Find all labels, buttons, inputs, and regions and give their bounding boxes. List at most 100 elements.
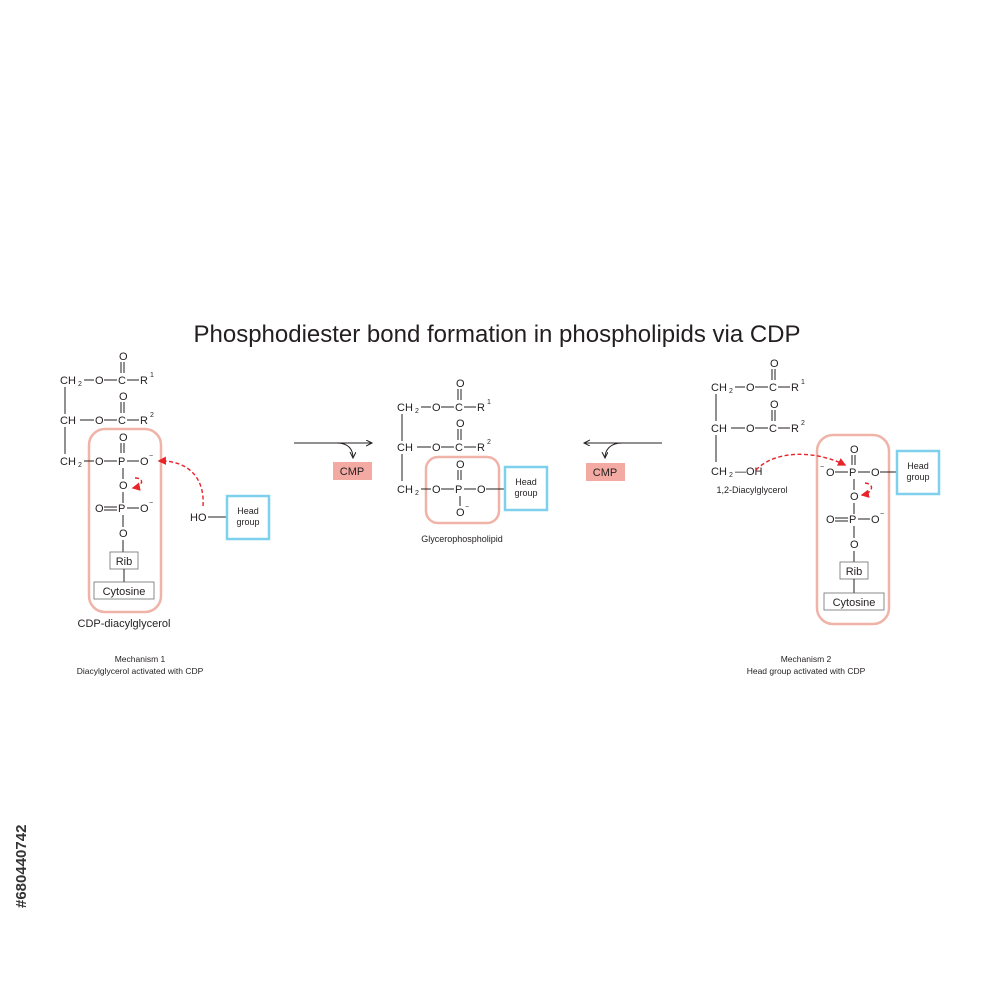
atom-o: O xyxy=(770,358,779,370)
atom-o: O xyxy=(140,503,149,515)
atom-p: P xyxy=(118,503,125,515)
molecule-caption: 1,2-Diacylglycerol xyxy=(716,485,787,495)
subscript-2: 2 xyxy=(78,462,82,469)
subscript-2: 2 xyxy=(415,408,419,415)
atom-o: O xyxy=(871,467,880,479)
hydroxyl-label: —OH xyxy=(735,466,763,478)
hydroxyl-label: HO xyxy=(190,512,207,524)
atom-o: O xyxy=(746,382,755,394)
atom-o: O xyxy=(140,456,149,468)
atom-o: O xyxy=(850,444,859,456)
atom-p: P xyxy=(849,467,856,479)
atom-o: O xyxy=(477,484,486,496)
subscript-2: 2 xyxy=(78,381,82,388)
atom-c: C xyxy=(769,423,777,435)
cmp-label: CMP xyxy=(340,466,364,478)
atom-o: O xyxy=(746,423,755,435)
atom-c: C xyxy=(118,375,126,387)
atom-ch: CH xyxy=(711,423,727,435)
subscript-2: 2 xyxy=(729,472,733,479)
atom-r: R xyxy=(791,423,799,435)
charge-minus: − xyxy=(149,453,153,460)
atom-ch2: CH xyxy=(60,375,76,387)
molecule-caption: CDP-diacylglycerol xyxy=(78,618,171,630)
head-group-label: Head xyxy=(237,506,259,516)
atom-o: O xyxy=(871,514,880,526)
superscript-2: 2 xyxy=(487,439,491,446)
charge-minus: − xyxy=(880,511,884,518)
stock-id-text: #680440742 xyxy=(13,825,30,908)
head-group-label: group xyxy=(906,472,929,482)
atom-o: O xyxy=(456,507,465,519)
atom-o: O xyxy=(119,351,128,363)
atom-p: P xyxy=(455,484,462,496)
atom-o: O xyxy=(95,503,104,515)
atom-c: C xyxy=(455,442,463,454)
atom-ch2: CH xyxy=(60,456,76,468)
atom-r: R xyxy=(477,402,485,414)
atom-o: O xyxy=(95,456,104,468)
diagram-title: Phosphodiester bond formation in phospho… xyxy=(193,321,800,348)
molecule-caption: Glycerophospholipid xyxy=(421,534,503,544)
atom-o: O xyxy=(456,378,465,390)
superscript-1: 1 xyxy=(487,399,491,406)
atom-o: O xyxy=(119,391,128,403)
reaction-arrow-left: CMP xyxy=(294,443,372,480)
head-group-box xyxy=(895,449,941,496)
atom-p: P xyxy=(118,456,125,468)
head-group-label: Head xyxy=(907,461,929,471)
atom-ch2: CH xyxy=(397,402,413,414)
atom-r: R xyxy=(140,415,148,427)
rib-label: Rib xyxy=(116,556,133,568)
atom-o: O xyxy=(456,459,465,471)
mechanism-description: Head group activated with CDP xyxy=(747,666,866,676)
head-group-box xyxy=(225,494,271,541)
cytosine-box xyxy=(93,581,155,600)
mechanism-title: Mechanism 2 xyxy=(781,654,832,664)
atom-o: O xyxy=(432,484,441,496)
head-group-box xyxy=(503,465,549,512)
cdp-head-group-structure: O − O P O O O P O − O Rib Cytosine Head … xyxy=(747,433,941,676)
atom-o: O xyxy=(826,514,835,526)
atom-o: O xyxy=(95,415,104,427)
atom-o: O xyxy=(432,442,441,454)
atom-o: O xyxy=(119,528,128,540)
diacylglycerol-structure: O CH 2 O C R 1 O CH O C R 2 CH 2 —OH 1,2… xyxy=(711,358,805,495)
atom-c: C xyxy=(769,382,777,394)
superscript-2: 2 xyxy=(150,412,154,419)
subscript-2: 2 xyxy=(729,388,733,395)
cmp-box xyxy=(333,462,372,480)
cdp-highlight-box xyxy=(815,433,891,626)
atom-r: R xyxy=(140,375,148,387)
atom-ch: CH xyxy=(397,442,413,454)
atom-o: O xyxy=(850,491,859,503)
head-group-label: group xyxy=(236,517,259,527)
byproduct-arrow xyxy=(605,442,623,458)
electron-arrow xyxy=(755,453,847,471)
cytosine-box xyxy=(823,592,885,611)
rib-label: Rib xyxy=(846,566,863,578)
subscript-2: 2 xyxy=(415,490,419,497)
atom-o: O xyxy=(456,418,465,430)
atom-o: O xyxy=(119,480,128,492)
glycerophospholipid-structure: O CH 2 O C R 1 O CH O C R 2 O CH 2 O P O xyxy=(397,378,549,544)
superscript-1: 1 xyxy=(801,379,805,386)
electron-arrow xyxy=(157,456,204,507)
cdp-highlight-box xyxy=(87,427,163,614)
electron-arrow xyxy=(131,477,143,491)
atom-o: O xyxy=(770,399,779,411)
atom-r: R xyxy=(791,382,799,394)
electron-arrow xyxy=(860,482,873,498)
charge-minus: − xyxy=(149,500,153,507)
cdp-diacylglycerol-structure: O CH 2 O C R 1 O CH O C R 2 O CH 2 O xyxy=(60,351,271,676)
superscript-1: 1 xyxy=(150,372,154,379)
head-group-label: group xyxy=(514,488,537,498)
phosphodiester-highlight-box xyxy=(424,455,501,525)
mechanism-description: Diacylglycerol activated with CDP xyxy=(77,666,204,676)
cytosine-label: Cytosine xyxy=(103,586,146,598)
atom-ch2: CH xyxy=(711,382,727,394)
atom-o: O xyxy=(95,375,104,387)
charge-minus: − xyxy=(820,464,824,471)
mechanism-title: Mechanism 1 xyxy=(115,654,166,664)
